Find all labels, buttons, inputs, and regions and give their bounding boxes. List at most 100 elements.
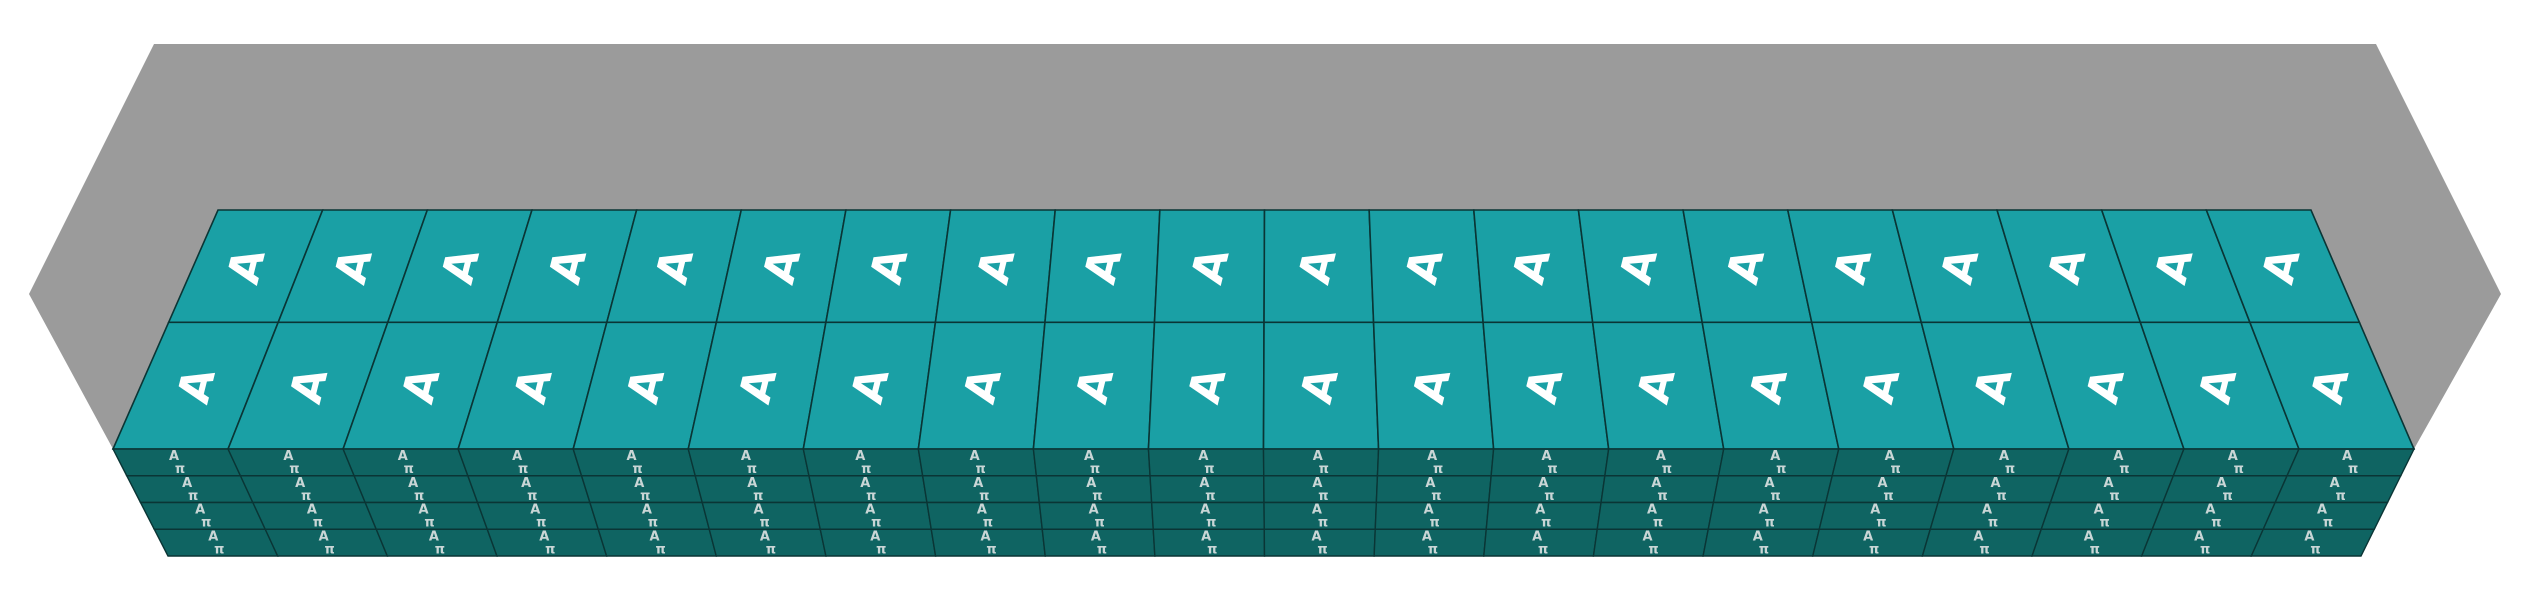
box-front-symbol: π (2234, 462, 2244, 477)
box-front-label: A (973, 476, 983, 491)
box-front-label: A (1425, 476, 1435, 491)
box-front-label: A (195, 503, 205, 518)
box-front-label: A (981, 529, 991, 544)
box-front-symbol: π (648, 516, 658, 531)
box-front-label: A (1770, 449, 1780, 464)
box-front-label: A (1089, 503, 1099, 518)
box-front-label: A (1973, 529, 1983, 544)
box-front-symbol: π (1770, 489, 1780, 504)
box-front-label: A (1863, 529, 1873, 544)
box-front-symbol: π (1648, 542, 1658, 557)
box-front-label: A (650, 529, 660, 544)
box-front-symbol: π (1204, 462, 1214, 477)
box-front-symbol: π (1883, 489, 1893, 504)
box-front-symbol: π (2335, 489, 2345, 504)
box-front-label: A (1312, 476, 1322, 491)
box-front-label: A (747, 476, 757, 491)
box-front-symbol: π (2211, 516, 2221, 531)
box-front-label: A (283, 449, 293, 464)
box-front-symbol: π (301, 489, 311, 504)
box-front-label: A (539, 529, 549, 544)
box-front-label: A (530, 503, 540, 518)
box-front-label: A (1651, 476, 1661, 491)
box-front-label: A (2228, 449, 2238, 464)
box-front-label: A (855, 449, 865, 464)
box-front-symbol: π (747, 462, 757, 477)
box-front-symbol: π (986, 542, 996, 557)
box-front-symbol: π (979, 489, 989, 504)
box-front-symbol: π (2119, 462, 2129, 477)
box-front-label: A (307, 503, 317, 518)
box-front-symbol: π (2200, 542, 2210, 557)
box-front-symbol: π (545, 542, 555, 557)
box-front-label: A (2084, 529, 2094, 544)
box-front-label: A (865, 503, 875, 518)
box-front-symbol: π (1662, 462, 1672, 477)
box-front-label: A (398, 449, 408, 464)
box-front-symbol: π (1318, 489, 1328, 504)
box-front-symbol: π (414, 489, 424, 504)
box-front-label: A (1877, 476, 1887, 491)
box-front-label: A (2317, 503, 2327, 518)
box-front-label: A (2304, 529, 2314, 544)
box-front-symbol: π (1657, 489, 1667, 504)
box-front-symbol: π (518, 462, 528, 477)
box-front-label: A (977, 503, 987, 518)
box-front-symbol: π (289, 462, 299, 477)
box-front-symbol: π (1205, 489, 1215, 504)
box-front-symbol: π (876, 542, 886, 557)
box-front-label: A (521, 476, 531, 491)
box-front-label: A (741, 449, 751, 464)
box-front-label: A (1086, 476, 1096, 491)
box-front-symbol: π (2090, 542, 2100, 557)
box-front-symbol: π (1653, 516, 1663, 531)
box-front-label: A (1535, 503, 1545, 518)
box-front-label: A (2194, 529, 2204, 544)
box-front-symbol: π (2348, 462, 2358, 477)
box-front-label: A (1982, 503, 1992, 518)
box-front-symbol: π (640, 489, 650, 504)
box-front-symbol: π (2100, 516, 2110, 531)
box-front-symbol: π (1092, 489, 1102, 504)
box-front-label: A (182, 476, 192, 491)
box-front-label: A (1759, 503, 1769, 518)
box-front-label: A (2104, 476, 2114, 491)
box-front-label: A (1764, 476, 1774, 491)
box-front-label: A (1198, 449, 1208, 464)
box-front-symbol: π (2323, 516, 2333, 531)
box-front-label: A (1532, 529, 1542, 544)
box-front-label: A (208, 529, 218, 544)
box-front-symbol: π (976, 462, 986, 477)
box-front-symbol: π (201, 516, 211, 531)
box-front-label: A (2205, 503, 2215, 518)
box-front-symbol: π (214, 542, 224, 557)
box-front-symbol: π (435, 542, 445, 557)
box-front-label: A (408, 476, 418, 491)
box-front-label: A (1424, 503, 1434, 518)
box-front-label: A (2342, 449, 2352, 464)
box-front-symbol: π (1891, 462, 1901, 477)
box-front-symbol: π (175, 462, 185, 477)
box-front-symbol: π (753, 489, 763, 504)
box-front-symbol: π (866, 489, 876, 504)
box-front-label: A (627, 449, 637, 464)
box-front-label: A (1999, 449, 2009, 464)
box-front-symbol: π (1538, 542, 1548, 557)
box-front-label: A (512, 449, 522, 464)
box-front-symbol: π (404, 462, 414, 477)
box-front-symbol: π (1996, 489, 2006, 504)
box-front-label: A (2217, 476, 2227, 491)
box-front-symbol: π (313, 516, 323, 531)
box-front-symbol: π (527, 489, 537, 504)
box-front-label: A (295, 476, 305, 491)
box-front-label: A (860, 476, 870, 491)
box-front-symbol: π (1988, 516, 1998, 531)
box-front-symbol: π (1547, 462, 1557, 477)
box-front-symbol: π (1431, 489, 1441, 504)
box-front-symbol: π (1090, 462, 1100, 477)
box-front-label: A (1870, 503, 1880, 518)
box-front-symbol: π (1776, 462, 1786, 477)
box-front-label: A (1885, 449, 1895, 464)
box-front-label: A (169, 449, 179, 464)
